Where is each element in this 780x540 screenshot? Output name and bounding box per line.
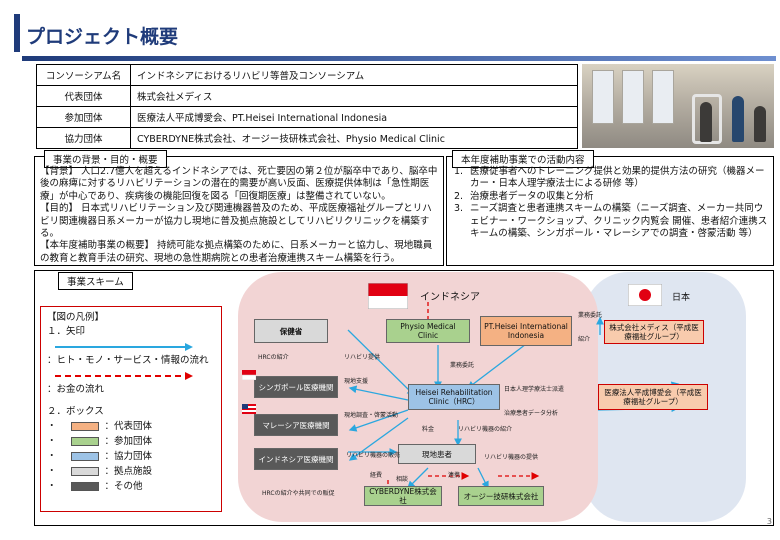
edge-label: リハビリ機器の販売 (346, 452, 401, 459)
edge-label: 紹介 (578, 336, 591, 343)
table-row: 代表団体株式会社メディス (36, 85, 578, 107)
legend-item: ・：協力団体 (47, 450, 153, 462)
edge-label: 連携 (448, 472, 461, 479)
legend-item: ・：拠点施設 (47, 465, 153, 477)
legend-title: 【図の凡例】 (47, 312, 105, 323)
list-item: 3.ニーズ調査と患者連携スキームの構築（ニーズ調査、メーカー共同ウェビナー・ワー… (454, 203, 768, 240)
flow-arrow (348, 385, 409, 401)
node-patients: 現地患者 (398, 444, 476, 464)
edge-label: HRCの紹介 (258, 354, 289, 361)
legend-boxes-heading: ２．ボックス (47, 406, 104, 417)
background-paragraph: 【目的】 日本式リハビリテーション及び関連機器普及のため、平成医療福祉グループと… (40, 203, 432, 240)
node-pt-heisei: PT.Heisei International Indonesia (480, 316, 572, 346)
edge-label: 業務委託 (578, 312, 603, 319)
edge-label: リハビリ機器の提供 (484, 454, 539, 461)
indonesia-flag-icon (368, 283, 408, 309)
japan-flag-icon (628, 284, 662, 306)
background-section (34, 156, 444, 266)
region-indonesia-label: インドネシア (420, 292, 480, 303)
node-ministry: 保健省 (254, 319, 328, 343)
edge-label: 相談 (396, 476, 409, 483)
flow-arrow (477, 467, 489, 490)
info-key: コンソーシアム名 (36, 64, 131, 86)
page-title: プロジェクト概要 (26, 26, 179, 48)
edge-label: 日本人理学療法士派遣 (504, 386, 565, 393)
node-malaysia: マレーシア医療機関 (254, 414, 338, 436)
node-indonesia-hospitals: インドネシア医療機関 (254, 448, 338, 470)
info-key: 代表団体 (36, 85, 131, 107)
title-accent-bar (14, 14, 20, 52)
info-value: 株式会社メディス (130, 85, 578, 107)
flow-arrow (348, 417, 409, 461)
malaysia-flag-icon (242, 404, 256, 414)
edge-label: リハビリ機器の紹介 (458, 426, 513, 433)
list-item: 2.治療患者データの収集と分析 (454, 190, 594, 202)
flow-arrow (347, 329, 415, 396)
node-hrc: Heisei Rehabilitation Clinic（HRC） (408, 384, 500, 410)
scheme-label: 事業スキーム (58, 272, 133, 290)
scheme-section (34, 270, 774, 526)
background-paragraph: 【本年度補助事業の概要】 持続可能な拠点構築のために、日系メーカーと協力し、現地… (40, 240, 433, 264)
activities-section (446, 156, 774, 266)
background-label: 事業の背景・目的・概要 (44, 150, 167, 168)
edge-label: 現地支援 (344, 378, 369, 385)
edge-label: 現地調査・啓蒙活動 (344, 412, 399, 419)
edge-label: リハビリ提供 (344, 354, 381, 361)
node-og-giken: オージー技研株式会社 (458, 486, 544, 506)
info-value: インドネシアにおけるリハビリ等普及コンソーシアム (130, 64, 578, 86)
flow-arrow (407, 467, 429, 489)
info-key: 参加団体 (36, 106, 131, 128)
singapore-flag-icon (242, 370, 256, 380)
legend-arrow-blue: ：ヒト・モノ・サービス・情報の流れ (47, 355, 209, 366)
legend-item: ・：代表団体 (47, 420, 153, 432)
background-text: 【背景】 人口2.7億人を超えるインドネシアでは、死亡要因の第２位が脳卒中であり… (40, 166, 440, 265)
table-row: 参加団体医療法人平成博愛会、PT.Heisei International In… (36, 106, 578, 128)
legend-item: ・：その他 (47, 480, 143, 492)
node-physio: Physio Medical Clinic (386, 319, 470, 343)
page-number: 3 (766, 517, 772, 526)
red-dashed-arrow-icon (55, 371, 193, 380)
node-medis: 株式会社メディス（平成医療福祉グループ） (604, 320, 704, 344)
background-paragraph: 【背景】 人口2.7億人を超えるインドネシアでは、死亡要因の第２位が脳卒中であり… (40, 166, 438, 202)
edge-label: 経費 (370, 472, 383, 479)
flow-arrow (348, 409, 409, 432)
info-value: 医療法人平成博愛会、PT.Heisei International Indone… (130, 106, 578, 128)
legend-arrow-red: ：お金の流れ (47, 384, 105, 395)
table-row: コンソーシアム名インドネシアにおけるリハビリ等普及コンソーシアム (36, 64, 578, 86)
list-item: 1.医療従事者へのトレーニング提供と効果的提供方法の研究（機器メーカー・日本人理… (454, 166, 765, 190)
clinic-photo (582, 64, 774, 148)
legend-item: ・：参加団体 (47, 435, 153, 447)
edge-label: 治療患者データ分析 (504, 410, 559, 417)
scheme-legend: 【図の凡例】 １．矢印 ：ヒト・モノ・サービス・情報の流れ ：お金の流れ ２．ボ… (40, 306, 222, 512)
region-japan-label: 日本 (672, 293, 691, 303)
legend-arrows-heading: １．矢印 (47, 326, 86, 337)
node-cyberdyne: CYBERDYNE株式会社 (364, 486, 442, 506)
edge-label: HRCの紹介や共同での販促 (262, 490, 335, 497)
info-value: CYBERDYNE株式会社、オージー技研株式会社、Physio Medical … (130, 127, 578, 149)
activities-label: 本年度補助事業での活動内容 (452, 150, 594, 168)
activities-list: 1.医療従事者へのトレーニング提供と効果的提供方法の研究（機器メーカー・日本人理… (452, 166, 770, 240)
edge-label: 業務委託 (450, 362, 475, 369)
blue-arrow-icon (55, 342, 193, 351)
title-rule (22, 56, 776, 61)
node-hakuaikai: 医療法人平成博愛会（平成医療福祉グループ） (598, 384, 708, 410)
node-singapore: シンガポール医療機関 (254, 376, 338, 398)
info-table: コンソーシアム名インドネシアにおけるリハビリ等普及コンソーシアム 代表団体株式会… (36, 64, 578, 149)
edge-label: 料金 (422, 426, 435, 433)
info-key: 協力団体 (36, 127, 131, 149)
